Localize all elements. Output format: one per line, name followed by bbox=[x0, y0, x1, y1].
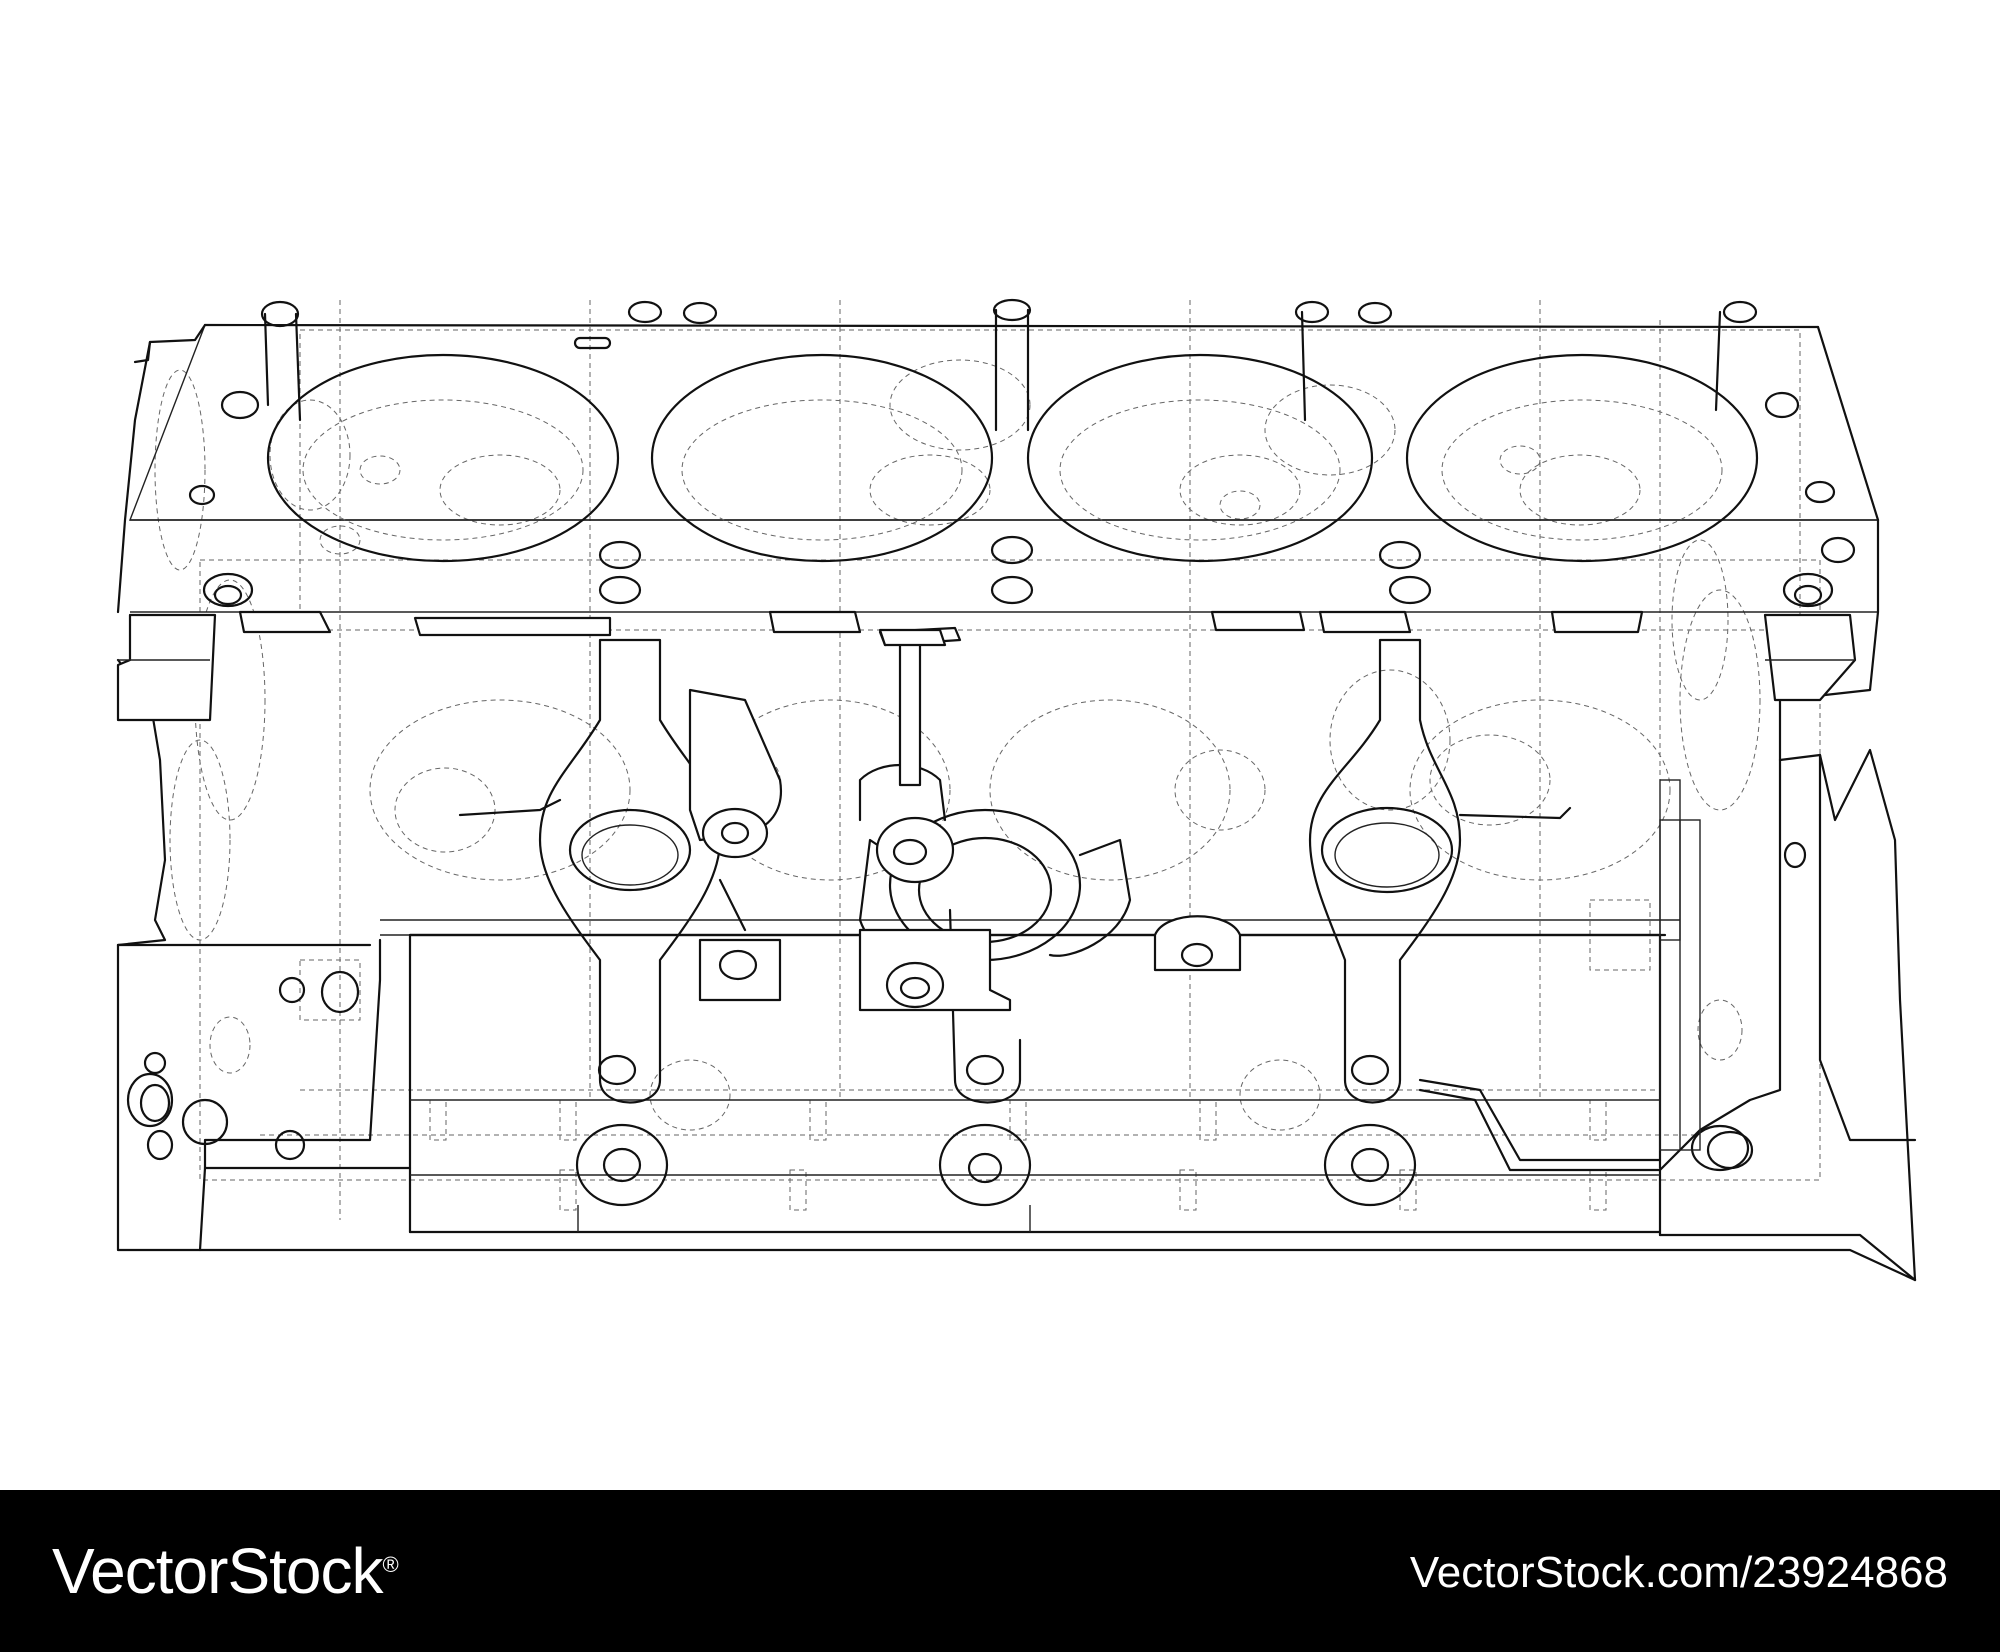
engine-block-illustration bbox=[116, 298, 1917, 1282]
registered-mark: ® bbox=[382, 1552, 399, 1577]
deck-tabs bbox=[116, 610, 1857, 722]
hidden-lines bbox=[154, 300, 1821, 1220]
right-end-features bbox=[1659, 779, 1807, 1172]
deck-bolt-holes bbox=[188, 298, 1856, 608]
engine-block-wireframe-drawing bbox=[116, 298, 1917, 1282]
stock-id-text: VectorStock.com/23924868 bbox=[1409, 1548, 1948, 1597]
brand-text: VectorStock bbox=[52, 1535, 383, 1607]
watermark-footer-bar: VectorStock® VectorStock.com/23924868 bbox=[0, 1490, 2000, 1652]
connecting-rods bbox=[458, 628, 1572, 1104]
cylinder-bores bbox=[266, 353, 1759, 563]
main-bearing-caps bbox=[575, 1123, 1754, 1232]
left-end-plate bbox=[126, 970, 360, 1161]
vectorstock-logo: VectorStock® bbox=[52, 1535, 399, 1607]
